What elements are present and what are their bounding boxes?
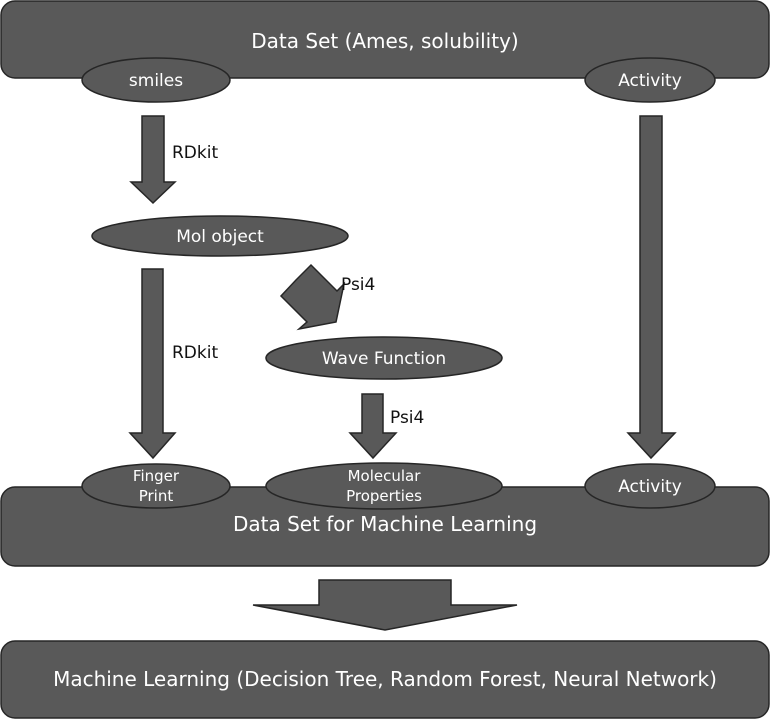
mol-object-label: Mol object (176, 227, 264, 247)
molecular-properties-node (265, 462, 503, 510)
ml-box (0, 640, 770, 719)
smiles-label: smiles (129, 71, 183, 91)
arrow-activity (626, 115, 677, 460)
activity-label-bottom: Activity (618, 477, 682, 497)
arrow-wave-to-props (348, 393, 398, 460)
molecular-properties-line2: Properties (346, 487, 422, 505)
fingerprint-label-line1: Finger (133, 467, 180, 485)
wave-function-node (265, 336, 503, 380)
mol-object-node (91, 215, 349, 257)
label-psi4-2: Psi4 (390, 408, 424, 428)
activity-label-top: Activity (618, 71, 682, 91)
label-rdkit-2: RDkit (172, 343, 218, 363)
arrow-to-ml (252, 579, 518, 631)
activity-node-bottom (584, 463, 716, 509)
arrow-smiles-to-mol (129, 115, 177, 205)
smiles-node (81, 57, 231, 103)
dataset-box (0, 0, 770, 79)
fingerprint-node (81, 463, 231, 509)
ml-title: Machine Learning (Decision Tree, Random … (53, 667, 717, 691)
molecular-properties-line1: Molecular (348, 467, 422, 485)
arrow-mol-to-wave (279, 263, 346, 331)
fingerprint-label-line2: Print (139, 487, 174, 505)
ml-dataset-title: Data Set for Machine Learning (233, 512, 537, 536)
activity-node-top (584, 57, 716, 103)
dataset-title: Data Set (Ames, solubility) (251, 29, 518, 53)
label-rdkit-1: RDkit (172, 143, 218, 163)
wave-function-label: Wave Function (322, 349, 446, 369)
label-psi4-1: Psi4 (341, 275, 375, 295)
arrow-mol-to-fingerprint (128, 268, 177, 460)
